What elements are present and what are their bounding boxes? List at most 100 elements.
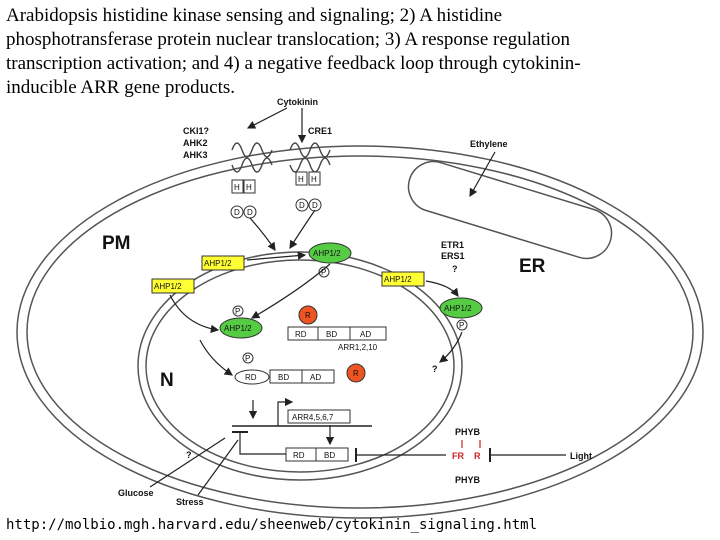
arrow-ethylene-etr1 <box>469 151 496 198</box>
d-label: D <box>299 201 305 210</box>
ad-label: AD <box>310 373 321 382</box>
cytokinin-label: Cytokinin <box>277 97 318 107</box>
d-domain <box>230 205 244 219</box>
ahp-green-ellipse <box>439 297 483 319</box>
h-domain <box>243 179 256 194</box>
stress-line <box>197 439 239 496</box>
plasma-membrane-outer <box>16 145 704 519</box>
bd-label: BD <box>326 330 337 339</box>
ahp-label: AHP1/2 <box>313 249 341 258</box>
receptor-coil-right <box>289 142 331 173</box>
source-url: http://molbio.mgh.harvard.edu/sheenweb/c… <box>6 517 538 533</box>
ahp-label: AHP1/2 <box>384 275 412 284</box>
light-label: Light <box>570 451 592 461</box>
glucose-label: Glucose <box>118 488 154 498</box>
ad-domain <box>301 369 335 384</box>
arrow-ahp-nucleus <box>250 263 331 319</box>
ahp-yellow-box <box>381 271 425 287</box>
ahp-label: AHP1/2 <box>154 282 182 291</box>
h-label: H <box>311 175 317 184</box>
arrow-cre1-ahp <box>289 209 316 250</box>
fr-label: FR <box>452 451 464 461</box>
p-circle <box>242 352 254 364</box>
rd-label: RD <box>293 451 305 460</box>
phyb-label-top: PHYB <box>455 427 481 437</box>
glucose-line <box>149 437 226 488</box>
phyb-switch-arrows <box>461 440 481 448</box>
transcription-arrow <box>277 397 294 426</box>
r-state-label: R <box>474 451 481 461</box>
arrow-ahk-ahp <box>249 217 276 251</box>
arrow-ahp-return <box>169 294 220 334</box>
caption-line: transcription activation; and 4) a negat… <box>6 53 581 74</box>
d-label: D <box>234 208 240 217</box>
r-label: R <box>353 369 359 378</box>
d-label: D <box>247 208 253 217</box>
n-label: N <box>160 370 174 391</box>
er-label: ER <box>519 256 546 277</box>
r-circle <box>298 305 318 325</box>
feedback-line <box>239 432 286 455</box>
ers1-label: ERS1 <box>441 251 465 261</box>
caption: Arabidopsis histidine kinase sensing and… <box>6 4 712 100</box>
question-label: ? <box>432 364 438 374</box>
phyb-label-bottom: PHYB <box>455 475 481 485</box>
ahp-yellow-box <box>151 278 195 294</box>
ethylene-label: Ethylene <box>470 139 508 149</box>
arrow-cytokinin-ahk <box>246 107 288 129</box>
ad-label: AD <box>360 330 371 339</box>
ahp-label: AHP1/2 <box>224 324 252 333</box>
pm-label: PM <box>102 233 131 254</box>
caption-line: Arabidopsis histidine kinase sensing and… <box>6 5 503 26</box>
etr1-label: ETR1 <box>441 240 464 250</box>
p-label: P <box>245 354 250 363</box>
p-label: P <box>321 268 326 277</box>
ad-domain <box>349 326 387 341</box>
rd-domain <box>234 369 270 385</box>
arrow-to-rd <box>199 339 233 376</box>
ahp-green-ellipse <box>308 242 352 264</box>
p-circle <box>232 305 244 317</box>
arr-b-box <box>287 409 351 424</box>
bd-domain <box>315 447 349 462</box>
nucleus-inner <box>145 259 455 473</box>
r-circle <box>346 363 366 383</box>
question-label: ? <box>186 450 192 460</box>
bd-label: BD <box>278 373 289 382</box>
receptor-coil-left <box>231 142 273 173</box>
arr-a-label: ARR1,2,10 <box>338 343 378 352</box>
p-circle <box>318 266 330 278</box>
ahp-yellow-box <box>201 255 245 271</box>
h-label: H <box>246 183 252 192</box>
r-label: R <box>305 311 311 320</box>
h-label: H <box>298 175 304 184</box>
rd-label: RD <box>295 330 307 339</box>
h-domain <box>295 171 308 186</box>
receptor-label-ahk2: AHK2 <box>183 138 208 148</box>
d-domain <box>295 198 309 212</box>
arrow-er-question <box>439 331 463 363</box>
arr-b-label: ARR4,5,6,7 <box>292 413 334 422</box>
rd-label: RD <box>245 373 257 382</box>
arrow-ahp-er <box>425 280 459 297</box>
receptor-label-cki1: CKI1? <box>183 126 209 136</box>
stress-label: Stress <box>176 497 204 507</box>
h-label: H <box>234 183 240 192</box>
ahp-label: AHP1/2 <box>444 304 472 313</box>
question-label: ? <box>452 264 458 274</box>
d-label: D <box>312 201 318 210</box>
bd-label: BD <box>324 451 335 460</box>
ahp-label: AHP1/2 <box>204 259 232 268</box>
arrow-ahp-yellow-green <box>246 251 307 261</box>
cre1-label: CRE1 <box>308 126 332 136</box>
plasma-membrane-inner <box>26 155 694 509</box>
p-label: P <box>459 321 464 330</box>
p-circle <box>456 319 468 331</box>
p-label: P <box>235 307 240 316</box>
receptor-label-ahk3: AHK3 <box>183 150 208 160</box>
h-domain <box>231 179 244 194</box>
er-compartment <box>407 160 613 260</box>
caption-line: phosphotransferase protein nuclear trans… <box>6 29 571 50</box>
ahp-green-ellipse <box>219 317 263 339</box>
